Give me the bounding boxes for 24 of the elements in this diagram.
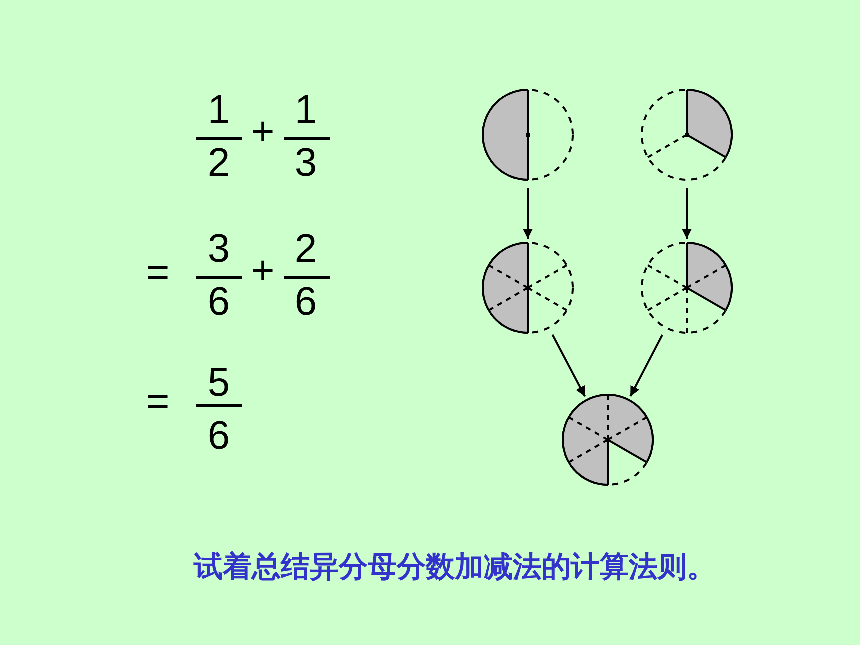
fraction-digit: 6: [208, 282, 230, 322]
math-operator: =: [146, 382, 170, 422]
fraction-digit: 3: [208, 229, 230, 269]
fraction-digit: 6: [294, 282, 318, 322]
fraction-digit: 1: [208, 90, 230, 130]
math-operator: =: [146, 253, 170, 293]
math-operator: +: [251, 112, 275, 152]
fraction-circle-drawing: [481, 88, 575, 182]
fraction-digit: 2: [208, 143, 230, 183]
arrow: [523, 188, 533, 239]
math-operator: +: [251, 251, 275, 291]
fraction-circle-drawing: [640, 241, 734, 335]
fraction-digit: 3: [294, 143, 318, 183]
arrow: [630, 334, 664, 397]
fraction-digit: 6: [208, 416, 230, 456]
fraction-circle-drawing: [481, 241, 575, 335]
arrow: [552, 334, 586, 398]
fraction-circle-drawing: [640, 88, 734, 182]
fraction-digit: 2: [294, 229, 318, 269]
instruction-text: 试着总结异分母分数加减法的计算法则。: [194, 552, 716, 582]
fraction-digit: 5: [208, 363, 230, 403]
arrow: [682, 188, 692, 239]
fraction-circle-drawing: [561, 393, 655, 487]
fraction-digit: 1: [294, 90, 318, 130]
